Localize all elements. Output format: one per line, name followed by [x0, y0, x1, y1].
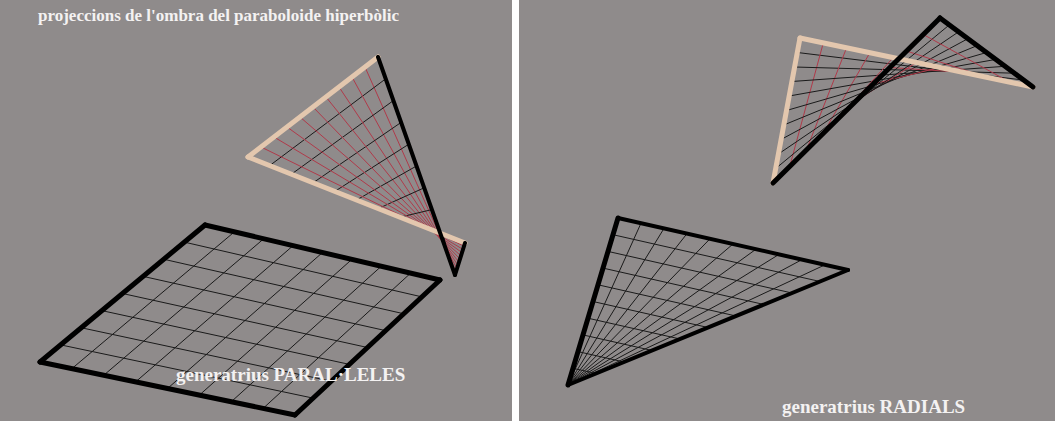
ruling-line	[248, 57, 378, 157]
ruling-line	[787, 53, 987, 111]
ruling-line	[123, 294, 368, 348]
ruling-line	[378, 188, 424, 209]
ruling-line	[568, 265, 825, 385]
ruling-line	[568, 270, 848, 385]
left-panel	[0, 0, 512, 421]
ruling-line	[618, 218, 848, 270]
right-panel	[519, 0, 1055, 421]
parallel-figure	[40, 57, 465, 415]
ruling-line	[205, 225, 440, 280]
ruling-line	[568, 244, 733, 385]
ruling-line	[102, 311, 350, 365]
ruling-line	[40, 225, 205, 362]
ruling-line	[455, 243, 465, 275]
ruling-line	[248, 157, 465, 243]
ruling-line	[568, 260, 802, 385]
ruling-line	[583, 335, 652, 351]
ruling-line	[588, 318, 680, 339]
ruling-line	[378, 57, 455, 275]
ruling-line	[940, 18, 1033, 87]
caption-label: generatrius PARAL·LELES	[176, 364, 405, 386]
ruling-line	[568, 218, 618, 385]
caption-label: generatrius RADIALS	[782, 396, 965, 418]
figure-title: projeccions de l'ombra del paraboloide h…	[38, 6, 399, 26]
ruling-line	[400, 210, 432, 218]
ruling-line	[773, 18, 940, 183]
ruling-line	[578, 352, 624, 362]
ruling-line	[568, 249, 756, 385]
radial-figure	[568, 18, 1033, 385]
ruling-line	[295, 280, 440, 415]
ruling-line	[263, 273, 411, 408]
ruling-line	[573, 368, 596, 373]
